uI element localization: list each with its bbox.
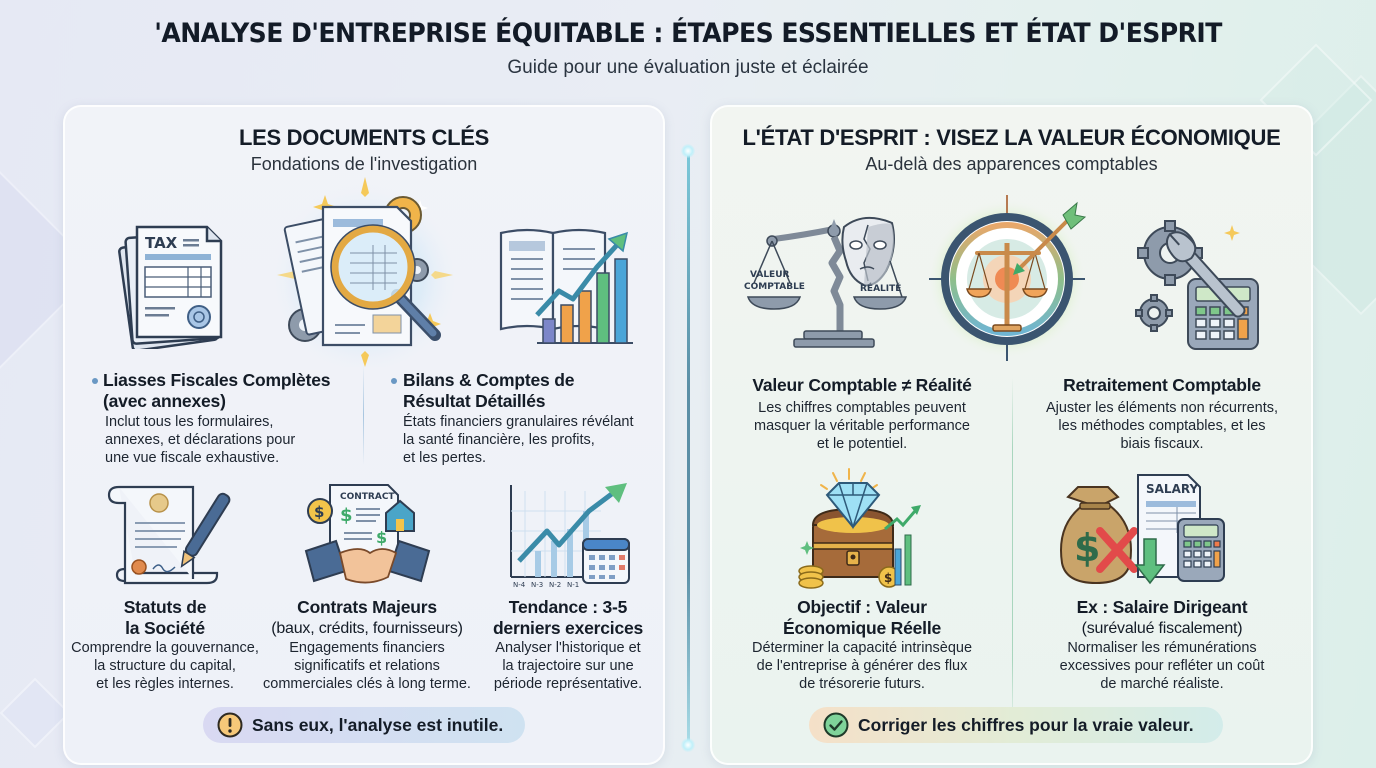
panel-title: L'ÉTAT D'ESPRIT : VISEZ LA VALEUR ÉCONOM…: [742, 125, 1281, 150]
warning-icon: [217, 712, 243, 738]
item-title: Liasses Fiscales Complètes (avec annexes…: [103, 370, 331, 411]
svg-text:RÉALITÉ: RÉALITÉ: [860, 282, 901, 294]
svg-text:N-1: N-1: [567, 581, 579, 589]
svg-text:$: $: [314, 503, 324, 521]
item-description: Inclut tous les formulaires, annexes, et…: [105, 414, 296, 466]
svg-text:N-3: N-3: [531, 581, 543, 589]
success-callout: Corriger les chiffres pour la vraie vale…: [809, 707, 1223, 743]
item-title: Bilans & Comptes de Résultat Détaillés: [403, 370, 575, 411]
key-documents-panel: LES DOCUMENTS CLÉS Fondations de l'inves…: [63, 105, 665, 765]
item-description: Normaliser les rémunérations excessives …: [1059, 640, 1265, 692]
panel-subtitle: Fondations de l'investigation: [250, 154, 478, 174]
item-description: Les chiffres comptables peuvent masquer …: [754, 400, 970, 452]
glow-dot: [681, 738, 695, 752]
treasure-diamond-icon: $: [797, 467, 922, 592]
column-divider: [363, 365, 364, 465]
item-description: États financiers granulaires révélant la…: [403, 414, 634, 466]
panel-subtitle: Au-delà des apparences comptables: [865, 154, 1158, 174]
callout-text: Sans eux, l'analyse est inutile.: [252, 714, 504, 735]
background-shape: [0, 677, 71, 749]
item-description: Analyser l'historique et la trajectoire …: [493, 640, 643, 692]
tax-documents-icon: TAX: [113, 219, 238, 349]
item-title: Ex : Salaire Dirigeant (surévalué fiscal…: [1076, 597, 1248, 637]
item-title: Contrats Majeurs (baux, crédits, fournis…: [271, 597, 463, 637]
item-description: Comprendre la gouvernance, la structure …: [71, 640, 259, 692]
bullet-icon: [391, 378, 397, 384]
money-bag-salary-icon: $ SALARY: [1052, 473, 1252, 588]
item-title: Objectif : Valeur Économique Réelle: [782, 597, 942, 638]
svg-text:SALARY: SALARY: [1146, 482, 1198, 496]
svg-text:N-2: N-2: [549, 581, 561, 589]
svg-text:$: $: [376, 528, 387, 547]
svg-text:VALEUR: VALEUR: [750, 270, 790, 280]
svg-text:CONTRACT: CONTRACT: [340, 492, 395, 502]
svg-text:N-4: N-4: [513, 581, 526, 589]
contract-handshake-icon: CONTRACT $ $ $: [300, 481, 435, 593]
item-title: Statuts de la Société: [123, 597, 207, 638]
svg-text:$: $: [340, 505, 353, 526]
item-description: Engagements financiers significatifs et …: [263, 640, 471, 692]
target-scale-arrow-icon: [927, 191, 1087, 361]
glow-dot: [681, 144, 695, 158]
center-divider: [687, 150, 690, 745]
ledger-growth-chart-icon: [497, 219, 637, 349]
scroll-pen-icon: [105, 481, 235, 593]
panel-title: LES DOCUMENTS CLÉS: [238, 125, 490, 150]
item-description: Ajuster les éléments non récurrents, les…: [1045, 400, 1279, 452]
item-title: Retraitement Comptable: [1063, 375, 1261, 395]
callout-text: Corriger les chiffres pour la vraie vale…: [858, 714, 1194, 735]
item-title: Tendance : 3-5 derniers exercices: [492, 597, 644, 638]
scale-mask-icon: VALEUR COMPTABLE RÉALITÉ: [742, 213, 912, 353]
svg-text:TAX: TAX: [145, 234, 178, 252]
trend-calendar-icon: N-4 N-3 N-2 N-1: [505, 481, 635, 591]
magnifying-glass-documents-icon: [255, 175, 475, 367]
page-subtitle: Guide pour une évaluation juste et éclai…: [507, 57, 869, 78]
item-description: Déterminer la capacité intrinsèque de l'…: [751, 640, 973, 692]
column-divider: [1012, 377, 1013, 732]
mindset-panel: L'ÉTAT D'ESPRIT : VISEZ LA VALEUR ÉCONOM…: [710, 105, 1313, 765]
warning-callout: Sans eux, l'analyse est inutile.: [203, 707, 525, 743]
svg-text:COMPTABLE: COMPTABLE: [744, 282, 805, 292]
page-header: 'ANALYSE D'ENTREPRISE ÉQUITABLE : ÉTAPES…: [0, 18, 1376, 79]
check-circle-icon: [823, 712, 849, 738]
page-title: 'ANALYSE D'ENTREPRISE ÉQUITABLE : ÉTAPES…: [154, 18, 1222, 49]
svg-text:$: $: [884, 571, 892, 585]
svg-text:$: $: [1074, 526, 1100, 570]
bullet-icon: [92, 378, 98, 384]
gears-wrench-calculator-icon: [1132, 217, 1262, 352]
item-title: Valeur Comptable ≠ Réalité: [752, 375, 972, 395]
